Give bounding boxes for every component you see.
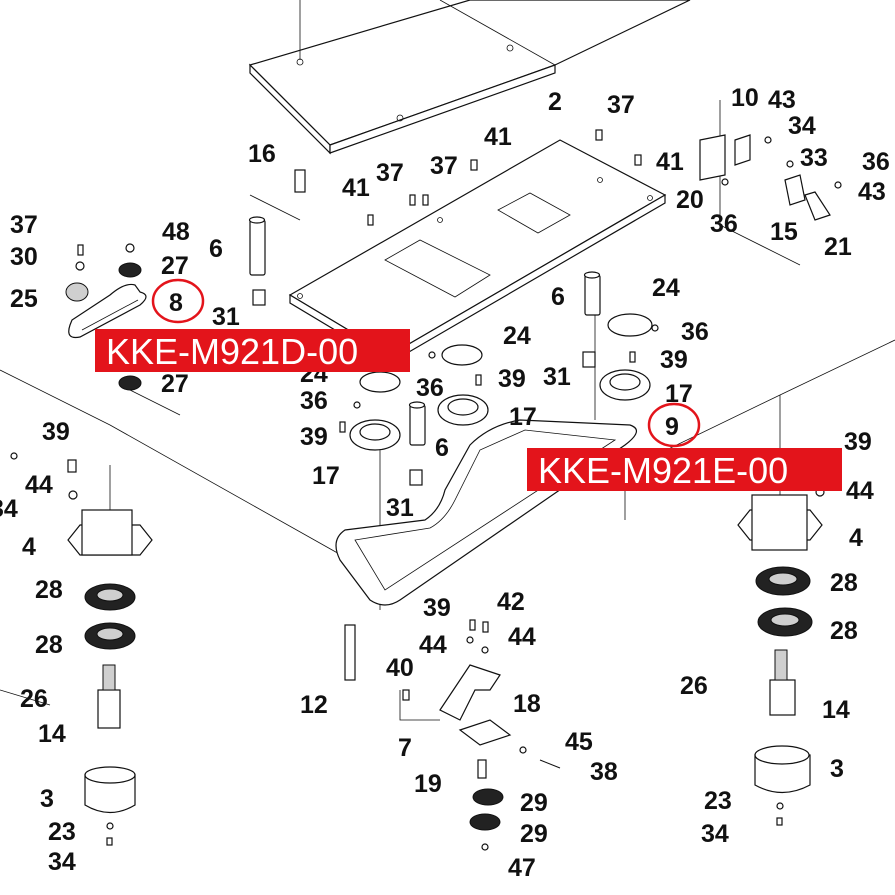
label-24-b: 24	[503, 322, 531, 350]
label-7: 7	[398, 734, 412, 762]
label-6-c: 6	[435, 434, 449, 462]
label-39-d: 39	[300, 423, 328, 451]
label-44-d: 44	[508, 623, 536, 651]
circle-highlight-8	[151, 278, 205, 324]
left-spindle-assembly	[67, 509, 153, 814]
label-39-a: 39	[660, 346, 688, 374]
label-29-a: 29	[520, 789, 548, 817]
part-number-labels: 2 37 10 43 34 41 41 33 36 16 37 37 20 43…	[0, 84, 890, 882]
label-24-a: 24	[652, 274, 680, 302]
label-14-b: 14	[38, 720, 66, 748]
label-41-a: 41	[484, 123, 512, 151]
label-3-a: 3	[830, 755, 844, 783]
label-6-a: 6	[209, 235, 223, 263]
label-29-b: 29	[520, 820, 548, 848]
label-30: 30	[10, 243, 38, 271]
label-34-d: 34	[48, 848, 76, 876]
callout-box-d	[95, 329, 410, 372]
label-34-b: 34	[0, 495, 18, 523]
label-8: 8	[169, 289, 183, 317]
label-14-a: 14	[822, 696, 850, 724]
label-36-d: 36	[416, 374, 444, 402]
label-34-a: 34	[788, 112, 816, 140]
tensioner-bracket-assembly	[439, 664, 512, 831]
label-17-c: 17	[312, 462, 340, 490]
label-21: 21	[824, 233, 852, 261]
label-43-a: 43	[768, 86, 796, 114]
label-44-c: 44	[419, 631, 447, 659]
label-20: 20	[676, 186, 704, 214]
label-45: 45	[565, 728, 593, 756]
callout-belt-9: 9 KKE-M921E-00	[527, 402, 842, 491]
label-16: 16	[248, 140, 276, 168]
label-3-b: 3	[40, 785, 54, 813]
label-37-a: 37	[607, 91, 635, 119]
label-23-a: 23	[704, 787, 732, 815]
fasteners	[10, 129, 842, 851]
label-31-b: 31	[543, 363, 571, 391]
top-cover-plate	[248, 0, 691, 155]
label-39-b: 39	[498, 365, 526, 393]
small-drive-belt	[68, 283, 147, 339]
label-4-a: 4	[22, 533, 36, 561]
right-spindle-assembly	[737, 494, 823, 794]
label-9: 9	[665, 413, 679, 441]
label-31-a: 31	[212, 303, 240, 331]
label-2: 2	[548, 88, 562, 116]
label-40: 40	[386, 654, 414, 682]
label-47: 47	[508, 854, 536, 882]
callout-code-e: KKE-M921E-00	[538, 450, 788, 491]
label-34-c: 34	[701, 820, 729, 848]
label-36-c: 36	[681, 318, 709, 346]
label-43-b: 43	[858, 178, 886, 206]
label-37-b: 37	[376, 159, 404, 187]
circle-highlight-9	[647, 402, 701, 448]
label-27-b: 27	[161, 370, 189, 398]
label-15: 15	[770, 218, 798, 246]
label-12: 12	[300, 691, 328, 719]
label-42: 42	[497, 588, 525, 616]
label-39-c: 39	[42, 418, 70, 446]
label-37-d: 37	[10, 211, 38, 239]
label-6-b: 6	[551, 283, 565, 311]
label-39-e: 39	[844, 428, 872, 456]
label-37-c: 37	[430, 152, 458, 180]
label-28-a: 28	[830, 569, 858, 597]
label-18: 18	[513, 690, 541, 718]
label-27-a: 27	[161, 252, 189, 280]
label-17-b: 17	[509, 403, 537, 431]
label-28-c: 28	[830, 617, 858, 645]
label-28-b: 28	[35, 576, 63, 604]
label-33: 33	[800, 144, 828, 172]
label-28-d: 28	[35, 631, 63, 659]
callout-belt-8: 8 KKE-M921D-00	[95, 278, 410, 372]
label-4-b: 4	[849, 524, 863, 552]
callout-code-d: KKE-M921D-00	[106, 331, 358, 372]
label-36-a: 36	[862, 148, 890, 176]
label-26-b: 26	[20, 685, 48, 713]
label-41-c: 41	[342, 174, 370, 202]
label-10: 10	[731, 84, 759, 112]
callout-box-e	[527, 448, 842, 491]
label-48: 48	[162, 218, 190, 246]
label-36-e: 36	[300, 387, 328, 415]
label-44-b: 44	[846, 477, 874, 505]
pulleys-and-hubs	[65, 262, 653, 451]
top-right-sensor-brackets	[699, 134, 831, 221]
label-41-b: 41	[656, 148, 684, 176]
label-23-b: 23	[48, 818, 76, 846]
label-19: 19	[414, 770, 442, 798]
label-38: 38	[590, 758, 618, 786]
label-25: 25	[10, 285, 38, 313]
label-36-b: 36	[710, 210, 738, 238]
label-39-f: 39	[423, 594, 451, 622]
label-31-c: 31	[386, 494, 414, 522]
shafts	[248, 169, 601, 681]
label-44-a: 44	[25, 471, 53, 499]
label-26-a: 26	[680, 672, 708, 700]
